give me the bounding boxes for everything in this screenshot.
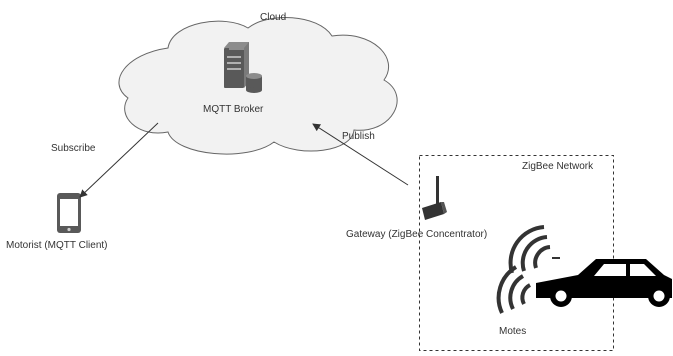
- server-database-icon: [224, 42, 262, 93]
- subscribe-label: Subscribe: [51, 143, 96, 154]
- wireless-signal-icon: [496, 225, 551, 314]
- publish-arrow[interactable]: [312, 123, 409, 186]
- mote-node-icon: [552, 257, 560, 259]
- zigbee-network-label: ZigBee Network: [522, 161, 594, 172]
- gateway-label: Gateway (ZigBee Concentrator): [346, 229, 488, 240]
- motorist-label: Motorist (MQTT Client): [6, 240, 108, 251]
- wireless-router-icon: [422, 176, 447, 220]
- subscribe-arrow[interactable]: [79, 122, 159, 198]
- broker-label: MQTT Broker: [203, 104, 264, 115]
- publish-label: Publish: [342, 131, 375, 142]
- smartphone-icon: [57, 193, 81, 233]
- car-icon: [536, 259, 672, 307]
- cloud-label: Cloud: [260, 12, 287, 23]
- zigbee-network-boundary[interactable]: [419, 155, 614, 351]
- motes-label: Motes: [499, 326, 527, 337]
